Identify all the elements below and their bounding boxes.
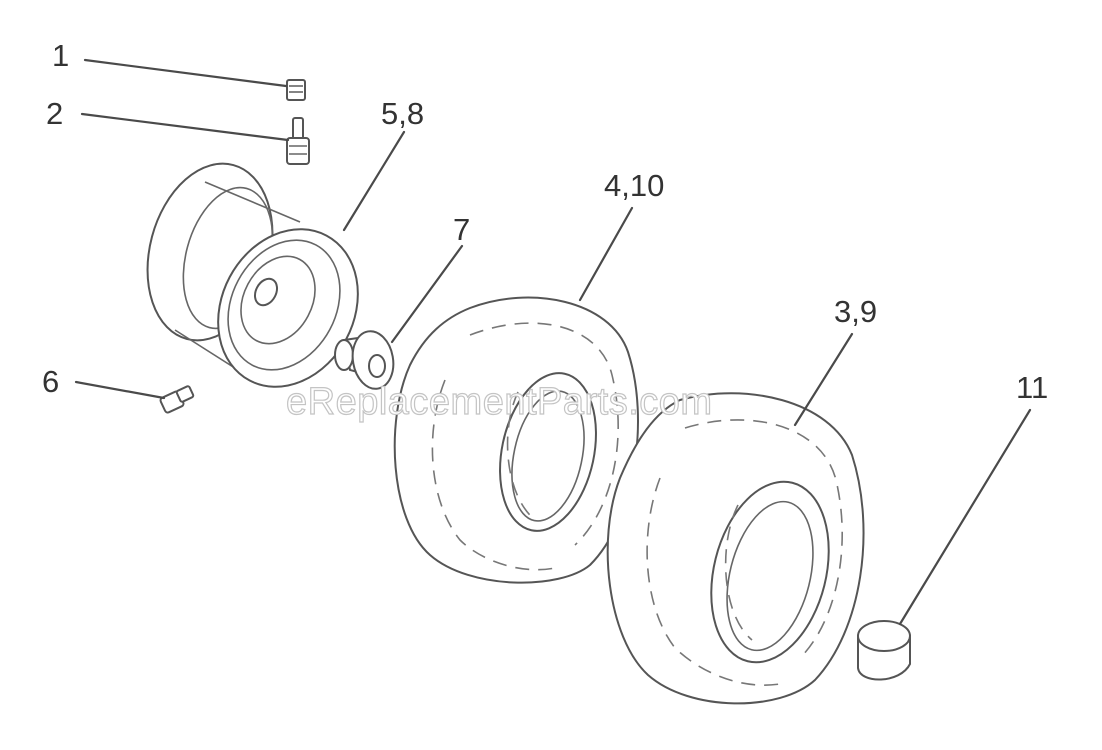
part-2-valve-stem [286, 117, 310, 165]
watermark-text: eReplacementParts.com [286, 381, 713, 423]
leader-line-6 [74, 380, 166, 400]
leader-line-5-8 [342, 130, 406, 232]
callout-3-9: 3,9 [834, 294, 877, 329]
leader-line-4-10 [578, 206, 634, 302]
part-5-8-wheel-rim [146, 162, 359, 388]
callout-6: 6 [42, 364, 59, 399]
part-4-10-tire [393, 296, 639, 584]
callout-4-10: 4,10 [604, 168, 664, 203]
part-1-nut [286, 79, 306, 101]
leader-line-2 [80, 112, 290, 142]
leader-line-11 [898, 408, 1032, 626]
leader-line-3-9 [793, 332, 854, 427]
leader-line-1 [83, 58, 288, 88]
callout-11: 11 [1016, 370, 1048, 405]
leader-line-7 [390, 244, 464, 344]
part-3-9-tire [606, 392, 865, 705]
part-6-grease-fitting [159, 385, 195, 414]
callout-2: 2 [46, 96, 63, 131]
part-11-hub-cap [857, 620, 911, 681]
callout-5-8: 5,8 [381, 96, 424, 131]
callout-7: 7 [453, 212, 470, 247]
part-7-bushing [334, 330, 395, 390]
callout-1: 1 [52, 38, 69, 73]
